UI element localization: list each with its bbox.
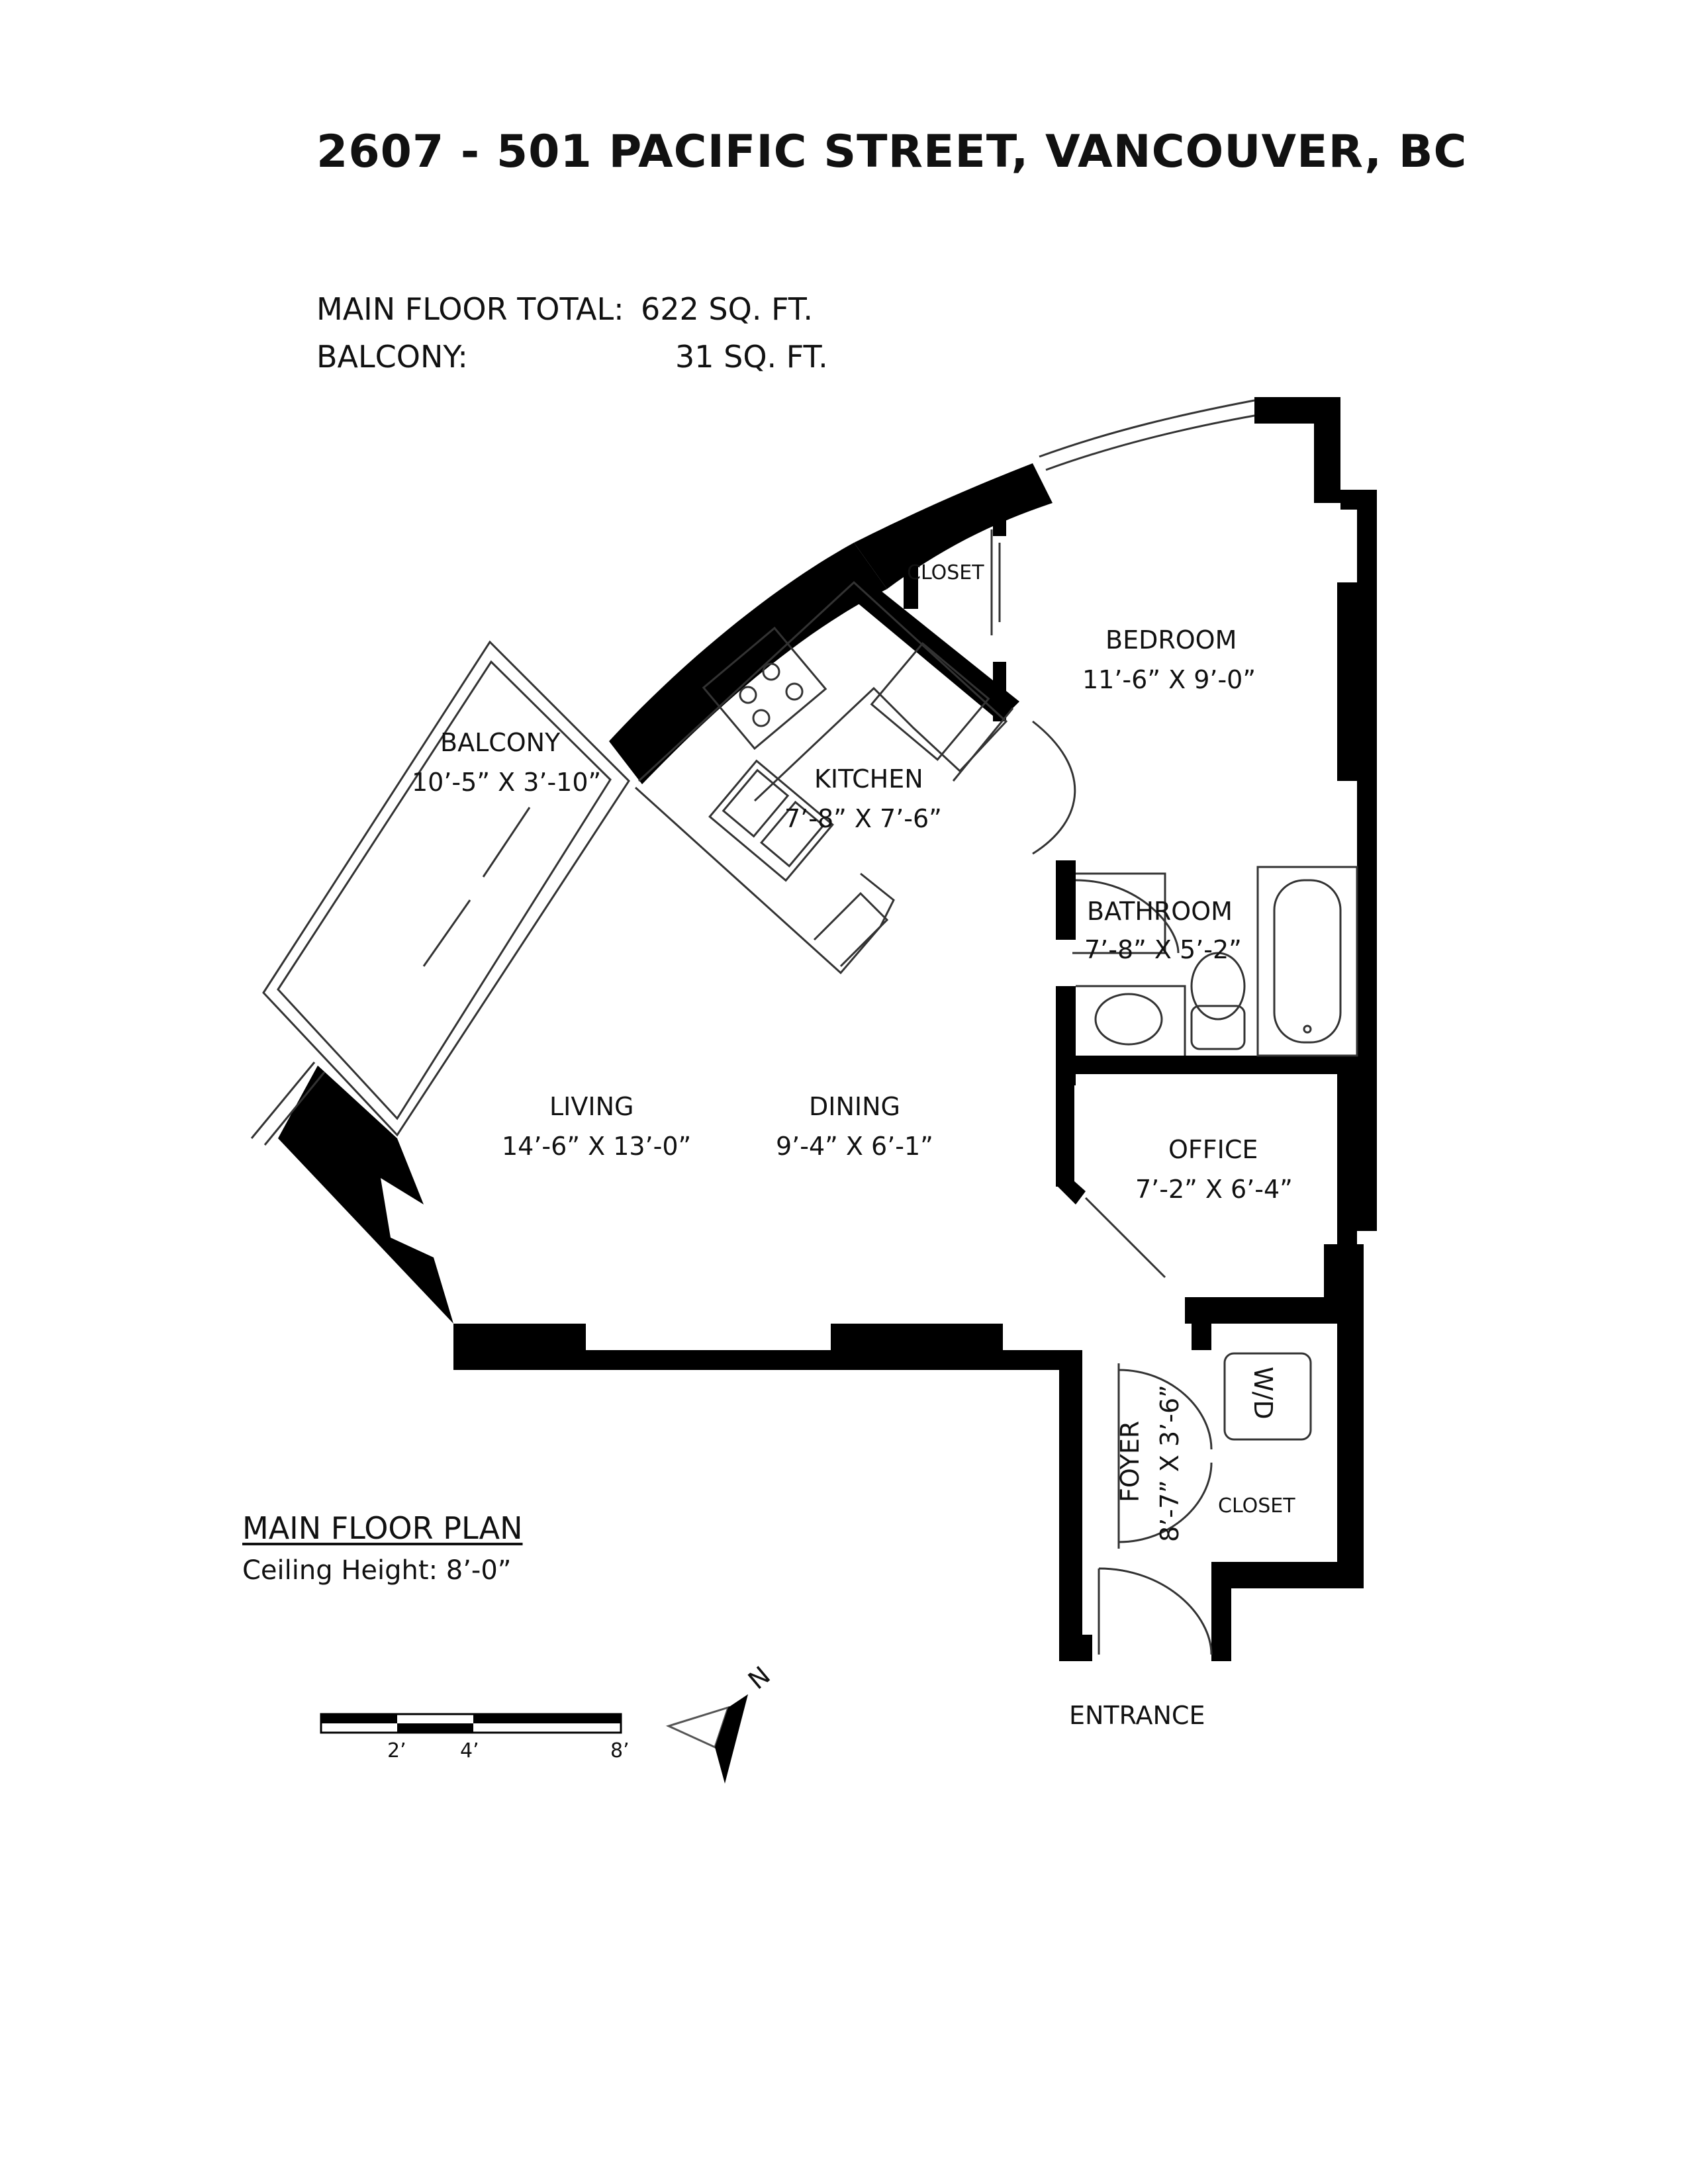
burner-2	[762, 662, 780, 681]
bathroom-sink-counter	[1076, 985, 1186, 1056]
foyer-closet-door-lower	[1118, 1462, 1213, 1543]
living-dims: 14’-6” X 13’-0”	[502, 1132, 691, 1161]
bedroom-door-leaf	[952, 707, 1014, 782]
foyer-closet-label: CLOSET	[1218, 1494, 1295, 1518]
scale-bar: 2’ 4’ 8’	[320, 1713, 630, 1762]
west-window	[250, 1062, 316, 1139]
balcony-outline	[262, 640, 630, 1137]
burner-3	[752, 709, 771, 727]
balcony-door-2	[422, 899, 471, 967]
foyer-closet-north-wall	[1192, 1324, 1211, 1350]
address-title: 2607 - 501 PACIFIC STREET, VANCOUVER, BC	[316, 126, 1468, 178]
office-label: OFFICE	[1168, 1135, 1258, 1164]
bathroom-label: BATHROOM	[1087, 897, 1233, 926]
burner-1	[739, 686, 757, 704]
foyer-label: FOYER	[1115, 1421, 1145, 1502]
kitchen-counter-upper	[637, 580, 1008, 802]
main-floor-plan-title: MAIN FLOOR PLAN	[242, 1510, 523, 1546]
balcony-label: BALCONY	[440, 728, 561, 757]
bedroom-door-swing	[1032, 720, 1076, 855]
balcony-area-value: 31 SQ. FT.	[675, 339, 828, 375]
scale-tick-8: 8’	[610, 1739, 630, 1762]
living-south-wall-pier	[831, 1324, 1003, 1370]
foyer-closet-door-upper	[1118, 1369, 1213, 1450]
bathroom-outline	[1072, 872, 1166, 954]
living-west-pier	[278, 1066, 453, 1324]
bedroom-west-wall-lower	[993, 662, 1006, 721]
bedroom-closet-label: CLOSET	[907, 561, 984, 584]
scale-bar-seg-1	[321, 1714, 397, 1723]
bedroom-west-wall	[993, 490, 1006, 536]
foyer-dims: 8’-7” X 3’-6”	[1155, 1385, 1184, 1542]
closet-foyer-east-wall	[1337, 1324, 1364, 1588]
fixtures	[250, 399, 1358, 1655]
entrance-door-swing	[1098, 1567, 1213, 1655]
west-window-inner	[263, 1071, 326, 1146]
fridge	[870, 642, 990, 761]
toilet-bowl	[1190, 952, 1246, 1021]
curved-window-inner	[1045, 414, 1255, 471]
bedroom-dims: 11’-6” X 9’-0”	[1082, 665, 1256, 694]
bathroom-dims: 7’-8” X 5’-2”	[1084, 935, 1242, 964]
main-floor-total-value: 622 SQ. FT.	[641, 291, 813, 327]
compass-arrow-fill	[715, 1694, 748, 1784]
bathroom-sink	[1094, 993, 1163, 1046]
bathtub-drain	[1303, 1024, 1312, 1034]
bedroom-label: BEDROOM	[1105, 625, 1237, 655]
kitchen-bedroom-wall	[841, 569, 1019, 721]
bathroom-door-swing	[1075, 879, 1180, 954]
main-floor-total-label: MAIN FLOOR TOTAL:	[316, 291, 624, 327]
kitchen-label: KITCHEN	[814, 764, 923, 794]
office-door	[1084, 1197, 1166, 1279]
entrance-label: ENTRANCE	[1069, 1701, 1205, 1730]
scale-bar-seg-2	[397, 1723, 473, 1733]
kitchen-sink-outer	[708, 759, 834, 882]
kitchen-dims: 7’-8” X 7’-6”	[784, 804, 942, 833]
scale-bar-seg-3	[473, 1714, 621, 1723]
kitchen-sink-basin-1	[722, 768, 790, 838]
dishwasher	[813, 891, 889, 968]
foyer-west-wall	[1059, 1350, 1082, 1661]
dining-label: DINING	[809, 1092, 900, 1121]
bathroom-north-wall	[1056, 860, 1076, 940]
toilet-tank	[1190, 1005, 1246, 1050]
bedroom-window-pier	[1337, 582, 1362, 781]
balcony-door	[482, 807, 531, 878]
curved-wall-west	[609, 543, 887, 784]
walls	[278, 397, 1377, 1661]
room-labels: CLOSET BEDROOM 11’-6” X 9’-0” KITCHEN 7’…	[412, 561, 1295, 1730]
north-compass: N	[665, 1661, 776, 1784]
balcony-dims: 10’-5” X 3’-10”	[412, 768, 601, 797]
balcony-area-label: BALCONY:	[316, 339, 468, 375]
curved-window	[1039, 399, 1255, 458]
bathtub-inner	[1273, 879, 1342, 1044]
bedroom-east-wall-top	[1314, 397, 1340, 503]
office-dims: 7’-2” X 6’-4”	[1135, 1175, 1293, 1204]
foyer-entrance-jamb-w	[1059, 1635, 1092, 1661]
washer-dryer-label: W/D	[1248, 1367, 1278, 1420]
east-wall-lower	[1324, 1244, 1364, 1324]
balcony-inner	[277, 660, 612, 1120]
ceiling-height: Ceiling Height: 8’-0”	[242, 1555, 512, 1586]
foyer-east-wall	[1211, 1588, 1231, 1661]
burner-4	[785, 682, 804, 701]
closet-wall	[904, 523, 918, 609]
stove	[702, 626, 827, 751]
scale-tick-2: 2’	[387, 1739, 406, 1762]
bathroom-south-wall	[1056, 1056, 1377, 1074]
kitchen-sink-basin-2	[760, 800, 825, 868]
washer-dryer	[1223, 1352, 1312, 1441]
living-label: LIVING	[549, 1092, 633, 1121]
office-sw-wall	[1056, 1165, 1086, 1205]
office-east-wall	[1337, 1072, 1357, 1257]
scale-tick-4: 4’	[460, 1739, 479, 1762]
bathtub	[1256, 866, 1358, 1057]
dining-dims: 9’-4” X 6’-1”	[776, 1132, 933, 1161]
compass-north-label: N	[743, 1661, 776, 1695]
